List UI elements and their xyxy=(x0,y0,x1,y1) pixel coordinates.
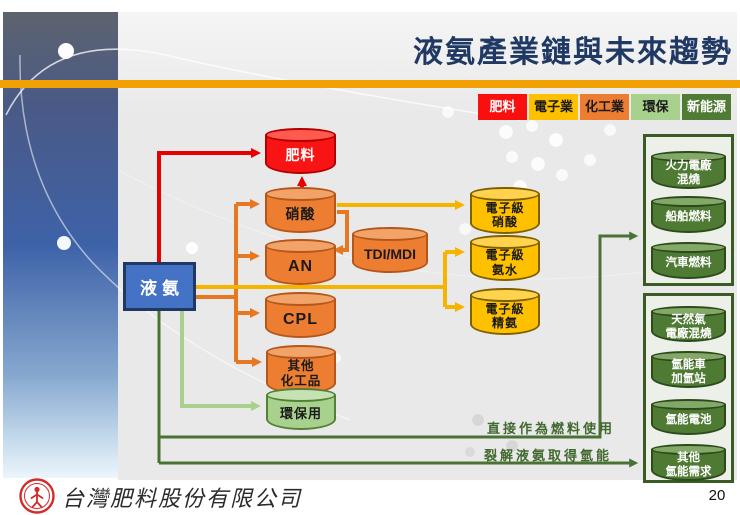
node-tdi-mdi: TDI/MDI xyxy=(352,227,428,273)
node-other-hydrogen-demand: 其他 氫能需求 xyxy=(651,444,726,481)
node-label: 汽車燃料 xyxy=(665,257,712,270)
legend-item-chemical: 化工業 xyxy=(580,94,629,120)
legend-item-electronics: 電子業 xyxy=(529,94,578,120)
node-label: 電子級 硝酸 xyxy=(485,200,525,229)
page-number: 20 xyxy=(708,487,726,504)
label-direct-fuel-route: 直接作為燃料使用 xyxy=(487,421,616,436)
company-logo xyxy=(19,478,55,514)
node-eg-refined-ammonia: 電子級 精氨 xyxy=(470,288,540,335)
cylinder-body xyxy=(470,194,540,234)
node-hydrogen-battery: 氫能電池 xyxy=(651,399,726,435)
cylinder-cap xyxy=(470,187,540,201)
node-label: TDI/MDI xyxy=(363,246,417,263)
legend-item-environment: 環保 xyxy=(631,94,680,120)
node-eco-use: 環保用 xyxy=(266,388,336,430)
cylinder-cap xyxy=(651,151,726,162)
cylinder-cap xyxy=(651,306,726,317)
label-cracking-hydrogen-route: 裂解液氨取得氫能 xyxy=(484,448,613,463)
legend-item-new-energy: 新能源 xyxy=(682,94,731,120)
node-ship-fuel: 船舶燃料 xyxy=(651,196,726,233)
node-thermal-power-cofiring: 火力電廠 混燒 xyxy=(651,151,726,189)
legend: 肥料 電子業 化工業 環保 新能源 xyxy=(478,94,731,120)
node-eg-nitric: 電子級 硝酸 xyxy=(470,187,540,234)
node-vehicle-fuel: 汽車燃料 xyxy=(651,242,726,279)
group-direct-fuel: 火力電廠 混燒 船舶燃料 汽車燃料 xyxy=(643,134,734,286)
node-label: 肥料 xyxy=(285,147,316,164)
cylinder-cap xyxy=(651,196,726,207)
node-label: 氫能車 加氫站 xyxy=(671,359,706,385)
node-label: 其他 氫能需求 xyxy=(665,452,712,478)
title-underline-bar xyxy=(0,80,740,88)
slide-title: 液氨產業鏈與未來趨勢 xyxy=(413,36,733,69)
node-label: 火力電廠 混燒 xyxy=(665,159,712,186)
legend-item-fertilizer: 肥料 xyxy=(478,94,527,120)
node-label: 氫能電池 xyxy=(665,413,712,426)
node-fertilizer: 肥料 xyxy=(265,128,336,174)
cylinder-cap xyxy=(651,399,726,410)
node-eg-ammonia-water: 電子級 氨水 xyxy=(470,235,540,281)
node-an: AN xyxy=(265,239,336,285)
node-label: 環保用 xyxy=(279,405,322,421)
ammonia-source-node: 液氨 xyxy=(123,262,196,311)
node-label: 電子級 精氨 xyxy=(485,301,525,330)
cylinder-cap xyxy=(651,242,726,253)
node-label: CPL xyxy=(283,310,318,328)
node-label: 船舶燃料 xyxy=(665,211,712,224)
node-cpl: CPL xyxy=(265,292,336,338)
cylinder-cap xyxy=(651,351,726,362)
node-label: 天然氣 電廠混燒 xyxy=(665,313,712,340)
node-label: AN xyxy=(287,257,314,275)
company-name: 台灣肥料股份有限公司 xyxy=(62,487,303,512)
cylinder-body xyxy=(651,247,726,279)
node-label: 硝酸 xyxy=(285,206,316,223)
node-nitric-acid: 硝酸 xyxy=(265,187,336,233)
node-other-chemicals: 其他 化工品 xyxy=(266,345,336,394)
cylinder-cap xyxy=(651,444,726,455)
node-hydrogen-station: 氫能車 加氫站 xyxy=(651,351,726,388)
node-gas-plant-cofiring: 天然氣 電廠混燒 xyxy=(651,306,726,342)
node-label: 電子級 氨水 xyxy=(485,248,525,277)
group-hydrogen-energy: 天然氣 電廠混燒 氫能車 加氫站 氫能電池 其他 氫能需求 xyxy=(643,293,734,483)
